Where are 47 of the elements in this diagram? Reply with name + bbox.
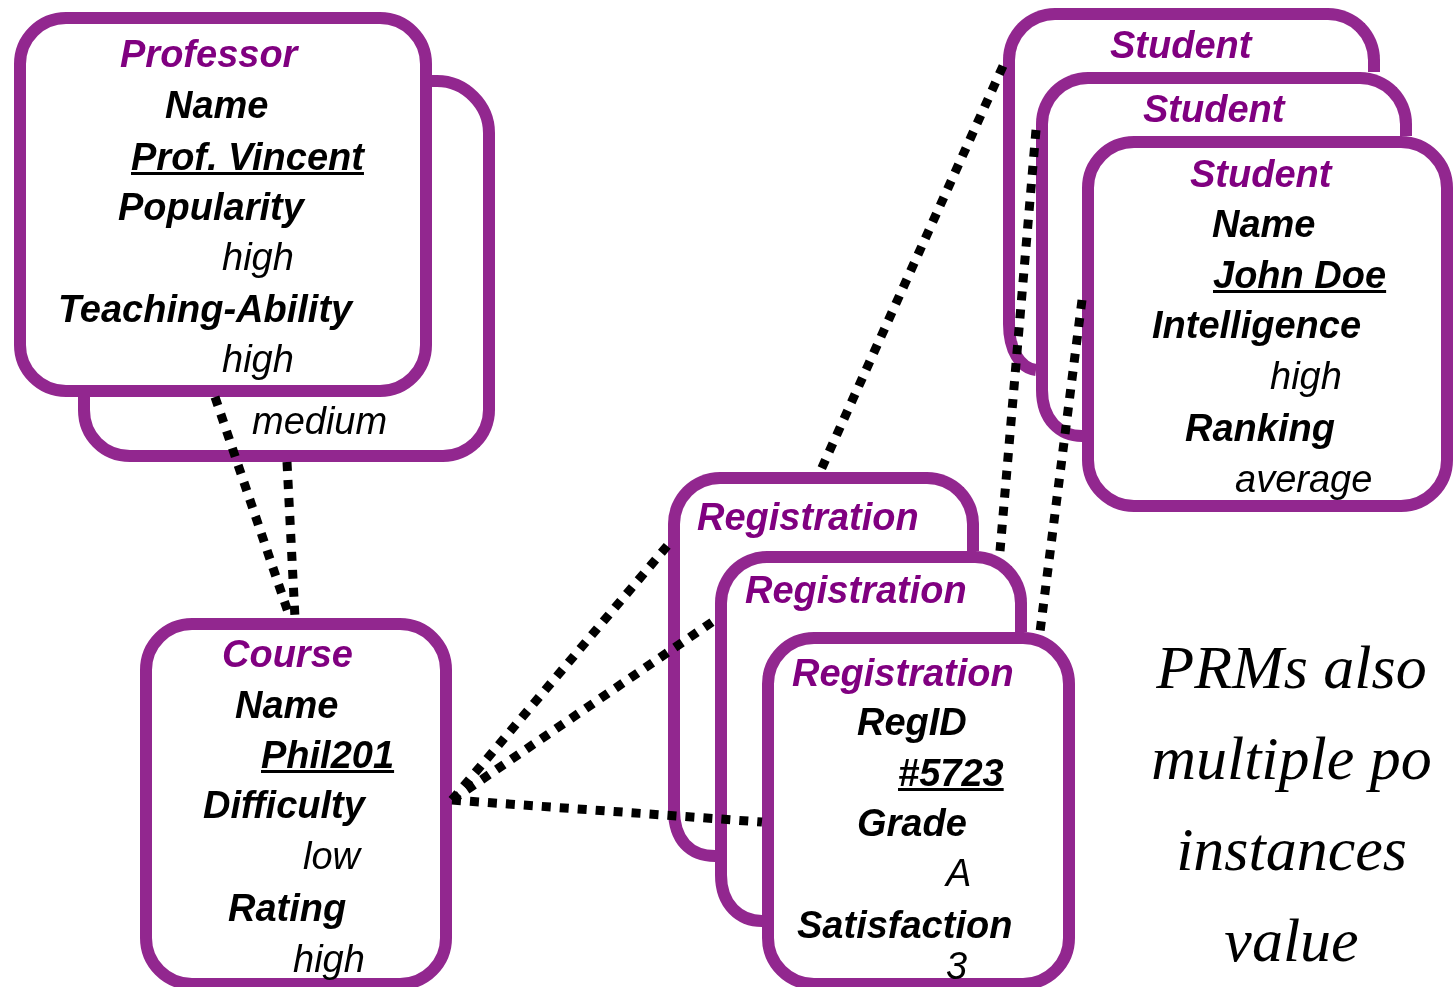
entity-card <box>250 397 495 462</box>
attribute-value: high <box>293 938 365 980</box>
attribute-name: Popularity <box>118 186 304 228</box>
attribute-value: A <box>946 852 972 894</box>
attribute-value: high <box>222 338 294 380</box>
entity-card <box>668 472 979 551</box>
entity-card <box>140 618 452 987</box>
card-title: Student <box>1143 88 1285 130</box>
dotted-connector <box>1035 299 1087 633</box>
card-title: Course <box>222 633 353 675</box>
card-title: Registration <box>697 496 919 538</box>
dotted-connector <box>995 129 1041 552</box>
entity-card <box>14 12 432 397</box>
attribute-name: Name <box>1212 203 1316 245</box>
entity-card <box>1082 136 1453 512</box>
attribute-value: medium <box>252 400 388 442</box>
note-text: PRMs also multiple po instances value <box>1150 632 1433 976</box>
attribute-value: average <box>1235 458 1373 500</box>
entity-card <box>1036 72 1412 136</box>
attribute-name: Name <box>165 84 269 126</box>
attribute-value: low <box>303 835 361 877</box>
attribute-name: Grade <box>857 802 967 844</box>
attribute-value: high <box>1270 355 1342 397</box>
attribute-name: Satisfaction <box>797 904 1013 946</box>
card-title: Student <box>1110 24 1252 66</box>
attribute-value: 3 <box>946 945 968 987</box>
attribute-name: Teaching-Ability <box>58 288 353 330</box>
attribute-name: Ranking <box>1185 407 1335 449</box>
card-title: Registration <box>745 569 967 611</box>
card-title: Professor <box>120 33 298 75</box>
key-value: Phil201 <box>261 734 395 776</box>
attribute-name: Intelligence <box>1152 304 1362 346</box>
dotted-connector <box>451 795 763 827</box>
key-value: #5723 <box>898 752 1004 794</box>
entity-card <box>1003 8 1380 72</box>
card-title: Registration <box>792 652 1014 694</box>
card-title: Student <box>1190 153 1332 195</box>
attribute-value: high <box>222 236 294 278</box>
attribute-name: Rating <box>228 887 347 929</box>
entity-card <box>762 632 1075 987</box>
entity-card <box>715 551 1027 632</box>
dotted-connector <box>448 542 672 803</box>
key-value: Prof. Vincent <box>131 136 364 178</box>
attribute-name: Difficulty <box>203 784 365 826</box>
attribute-name: RegID <box>857 701 967 743</box>
attribute-name: Name <box>235 684 339 726</box>
key-value: John Doe <box>1213 254 1387 296</box>
